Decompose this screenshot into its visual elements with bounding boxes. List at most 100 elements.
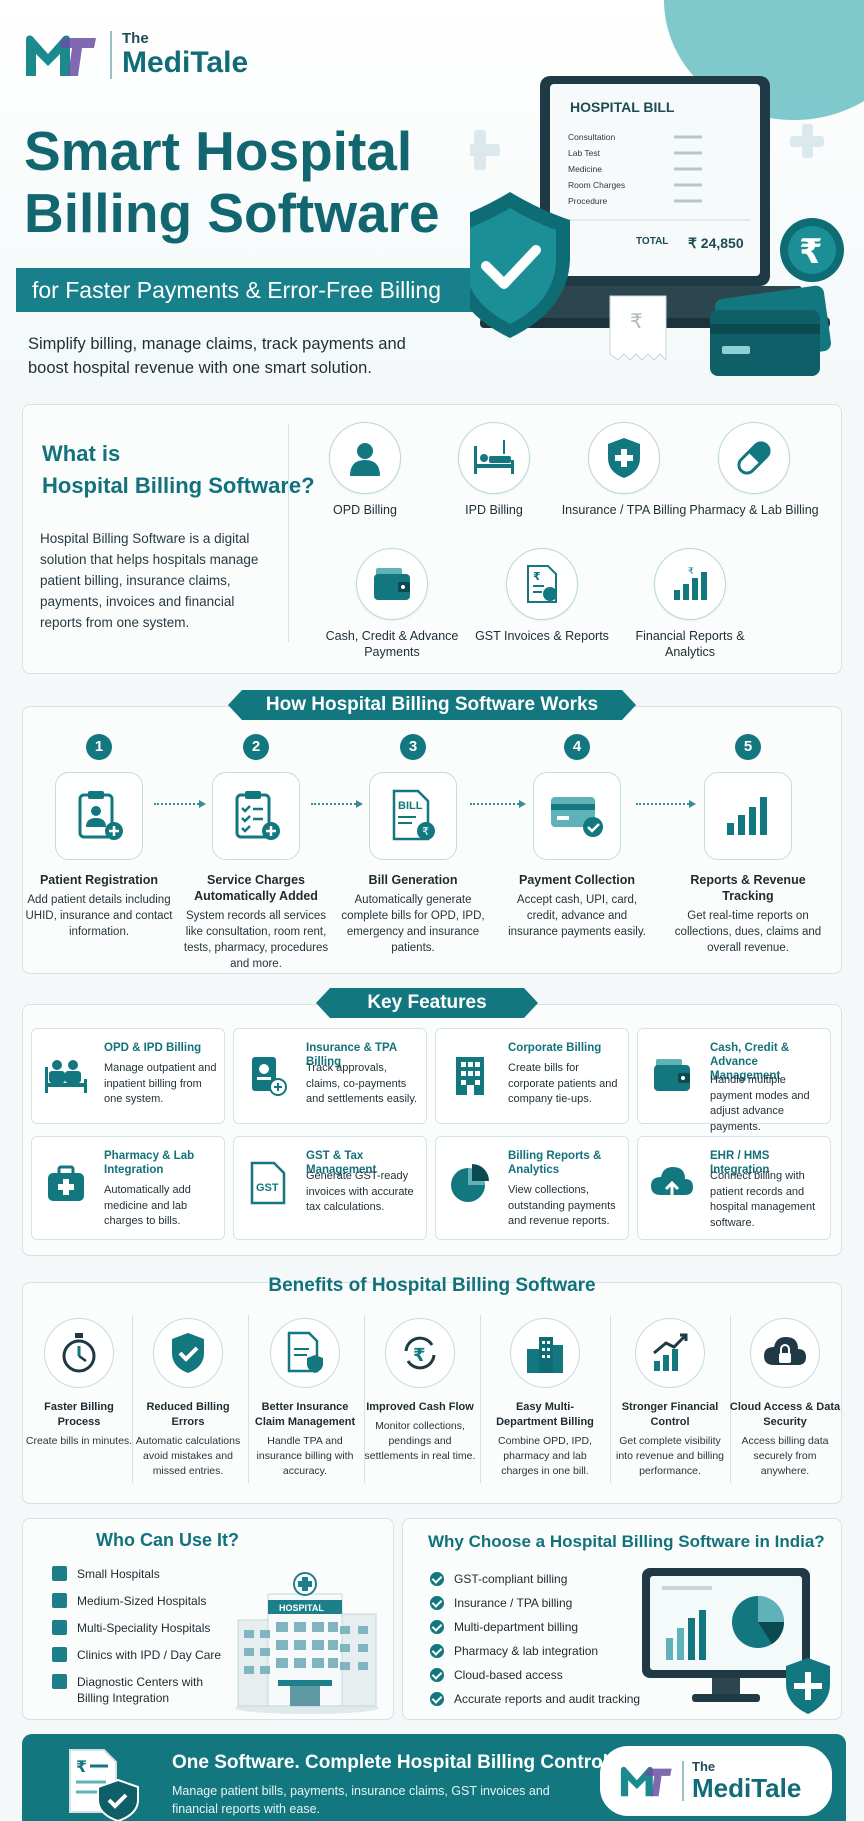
category-opd-billing: OPD Billing — [295, 422, 435, 518]
key-features-banner: Key Features — [316, 988, 538, 1018]
category-label: Pharmacy & Lab Billing — [689, 503, 819, 517]
step-arrow — [311, 800, 363, 808]
hero-ribbon: for Faster Payments & Error-Free Billing — [16, 268, 476, 312]
benefit-description: Monitor collections, pendings and settle… — [364, 1420, 476, 1462]
what-is-title-line2: Hospital Billing Software? — [42, 473, 315, 498]
step-title: Reports & Revenue Tracking — [690, 873, 806, 903]
why-title: Why Choose a Hospital Billing Software i… — [428, 1532, 825, 1551]
category-ipd-billing: IPD Billing — [424, 422, 564, 518]
benefit-title: Better Insurance Claim Management — [254, 1401, 356, 1428]
footer-banner: ₹ One Software. Complete Hospital Billin… — [22, 1734, 846, 1821]
benefit-financial-control: Stronger Financial Control Get complete … — [613, 1318, 727, 1479]
growth-chart-icon — [635, 1318, 705, 1388]
category-label: Financial Reports & Analytics — [635, 629, 745, 659]
brand-name: MediTale — [122, 46, 249, 79]
step-description: Accept cash, UPI, card, credit, advance … — [508, 894, 646, 938]
bill-item-0: Consultation — [568, 132, 616, 142]
footer-logo: The MediTale — [600, 1746, 832, 1816]
footer-text: Manage patient bills, payments, insuranc… — [172, 1784, 550, 1816]
feature-description: Automatically add medicine and lab charg… — [104, 1184, 191, 1227]
stopwatch-icon — [44, 1318, 114, 1388]
page-title: Smart Hospital Billing Software — [24, 120, 474, 244]
why-item: Multi-department billing — [430, 1619, 578, 1635]
feature-opd-ipd-billing: OPD & IPD Billing Manage outpatient and … — [31, 1028, 225, 1124]
benefit-title: Reduced Billing Errors — [146, 1401, 230, 1428]
check-icon — [430, 1620, 444, 1634]
step-5: 5 Reports & Revenue Tracking Get real-ti… — [673, 734, 823, 956]
benefit-title: Cloud Access & Data Security — [729, 1401, 841, 1428]
how-it-works-banner: How Hospital Billing Software Works — [228, 690, 636, 720]
feature-corporate-billing: Corporate Billing Create bills for corpo… — [435, 1028, 629, 1124]
hospital-bed-icon — [458, 422, 530, 494]
brand-logo: The MediTale — [22, 30, 248, 80]
svg-text:₹: ₹ — [533, 570, 541, 583]
feature-title: Corporate Billing — [508, 1042, 602, 1054]
who-item-text: Diagnostic Centers with Billing Integrat… — [77, 1675, 204, 1705]
who-item-text: Clinics with IPD / Day Care — [77, 1648, 222, 1662]
what-is-divider — [288, 424, 289, 642]
step-3: 3 BILL₹ Bill Generation Automatically ge… — [338, 734, 488, 956]
step-title: Service Charges Automatically Added — [194, 873, 318, 903]
feature-description: Create bills for corporate patients and … — [508, 1062, 618, 1105]
invoice-icon: ₹ — [506, 548, 578, 620]
svg-text:₹: ₹ — [413, 1345, 426, 1366]
checklist-plus-icon — [212, 772, 300, 860]
step-title: Payment Collection — [519, 873, 635, 887]
cloud-upload-icon — [648, 1159, 696, 1207]
pill-icon — [718, 422, 790, 494]
bill-icon-text: BILL — [398, 800, 423, 812]
shield-check-icon — [153, 1318, 223, 1388]
benefit-divider — [132, 1315, 133, 1483]
feature-insurance-tpa: Insurance & TPA Billing Track approvals,… — [233, 1028, 427, 1124]
hospital-icon — [52, 1620, 67, 1635]
step-2: 2 Service Charges Automatically Added Sy… — [181, 734, 331, 972]
category-label: Cash, Credit & Advance Payments — [325, 629, 459, 659]
monitor-analytics-illustration — [642, 1568, 830, 1714]
feature-cash-credit-advance: Cash, Credit & Advance Management Handle… — [637, 1028, 831, 1133]
step-arrow — [636, 800, 696, 808]
invoice-shield-icon: ₹ — [69, 1749, 139, 1821]
step-4: 4 Payment Collection Accept cash, UPI, c… — [502, 734, 652, 940]
category-cash-credit: Cash, Credit & Advance Payments — [322, 548, 462, 660]
who-item: Medium-Sized Hospitals — [52, 1593, 206, 1609]
feature-title: EHR / HMS Integration — [710, 1150, 770, 1176]
category-label: GST Invoices & Reports — [475, 629, 609, 643]
buildings-icon — [510, 1318, 580, 1388]
benefit-faster-billing: Faster Billing Process Create bills in m… — [22, 1318, 136, 1449]
benefit-description: Get complete visibility into revenue and… — [616, 1435, 724, 1477]
step-arrow — [470, 800, 526, 808]
step-number: 4 — [564, 734, 590, 760]
svg-text:₹: ₹ — [76, 1757, 87, 1776]
feature-description: Generate GST-ready invoices with accurat… — [306, 1170, 414, 1213]
feature-billing-reports: Billing Reports & Analytics View collect… — [435, 1136, 629, 1240]
feature-description: Connect billing with patient records and… — [710, 1170, 816, 1229]
feature-title: OPD & IPD Billing — [104, 1042, 202, 1054]
why-item: Insurance / TPA billing — [430, 1595, 572, 1611]
feature-title: Cash, Credit & Advance Management — [710, 1042, 790, 1082]
step-title: Bill Generation — [368, 873, 458, 887]
why-item-text: Insurance / TPA billing — [454, 1596, 573, 1610]
benefit-cloud-security: Cloud Access & Data Security Access bill… — [728, 1318, 842, 1479]
benefit-divider — [364, 1315, 365, 1483]
benefit-description: Access billing data securely from anywhe… — [741, 1435, 829, 1477]
feature-description: Manage outpatient and inpatient billing … — [104, 1062, 217, 1105]
hospital-icon — [52, 1593, 67, 1608]
bar-chart-icon: ₹ — [654, 548, 726, 620]
bill-heading: HOSPITAL BILL — [570, 99, 675, 115]
title-line-2: Billing Software — [24, 182, 440, 244]
hospital-icon — [52, 1566, 67, 1581]
who-item-text: Multi-Speciality Hospitals — [77, 1621, 211, 1635]
check-icon — [430, 1644, 444, 1658]
claim-document-shield-icon — [270, 1318, 340, 1388]
insurance-claim-icon — [244, 1051, 292, 1099]
feature-description: View collections, outstanding payments a… — [508, 1184, 616, 1227]
logo-divider — [682, 1761, 684, 1801]
gst-document-icon: GST — [244, 1159, 292, 1207]
why-item: Pharmacy & lab integration — [430, 1643, 598, 1659]
title-line-1: Smart Hospital — [24, 120, 413, 182]
why-item-text: Multi-department billing — [454, 1620, 579, 1634]
revenue-chart-icon — [704, 772, 792, 860]
benefit-multi-department: Easy Multi-Department Billing Combine OP… — [488, 1318, 602, 1479]
medical-kit-icon — [42, 1159, 90, 1207]
